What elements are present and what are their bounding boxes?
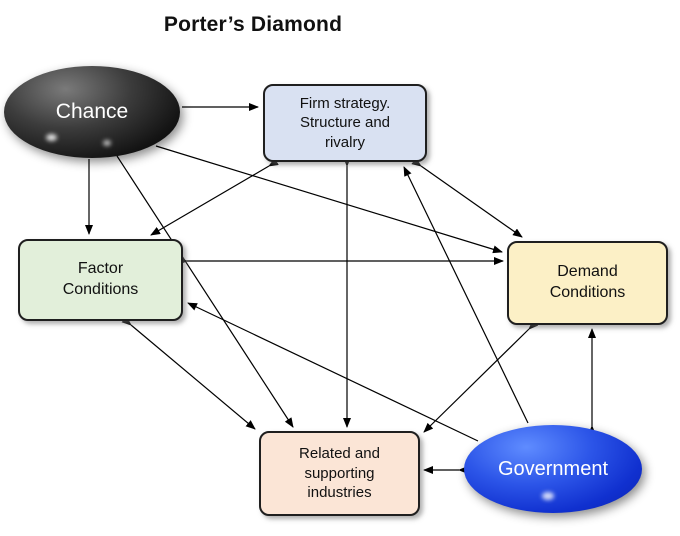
node-factor-conditions-label: Factor Conditions — [62, 260, 139, 298]
edge-firm-factor — [150, 158, 279, 236]
node-demand-conditions: Demand Conditions — [507, 241, 668, 325]
node-factor-conditions: Factor Conditions — [18, 239, 183, 321]
edge-demand-related — [423, 319, 539, 433]
node-firm-strategy-label: Firm strategy. Structure and rivalry — [299, 94, 391, 151]
node-related-industries-label: Related and supporting industries — [299, 445, 380, 502]
diagram-title: Porter’s Diamond — [163, 13, 343, 36]
node-government: Government — [464, 425, 642, 513]
node-chance: Chance — [4, 66, 180, 158]
edge-chance-related — [116, 155, 294, 428]
node-government-label: Government — [497, 457, 609, 480]
node-chance-label: Chance — [55, 100, 129, 123]
node-demand-conditions-label: Demand Conditions — [549, 263, 626, 301]
node-firm-strategy: Firm strategy. Structure and rivalry — [263, 84, 427, 162]
node-related-industries: Related and supporting industries — [259, 431, 420, 516]
edge-factor-related — [121, 316, 256, 430]
edge-firm-demand — [411, 157, 523, 238]
edge-government-factor — [187, 302, 479, 442]
